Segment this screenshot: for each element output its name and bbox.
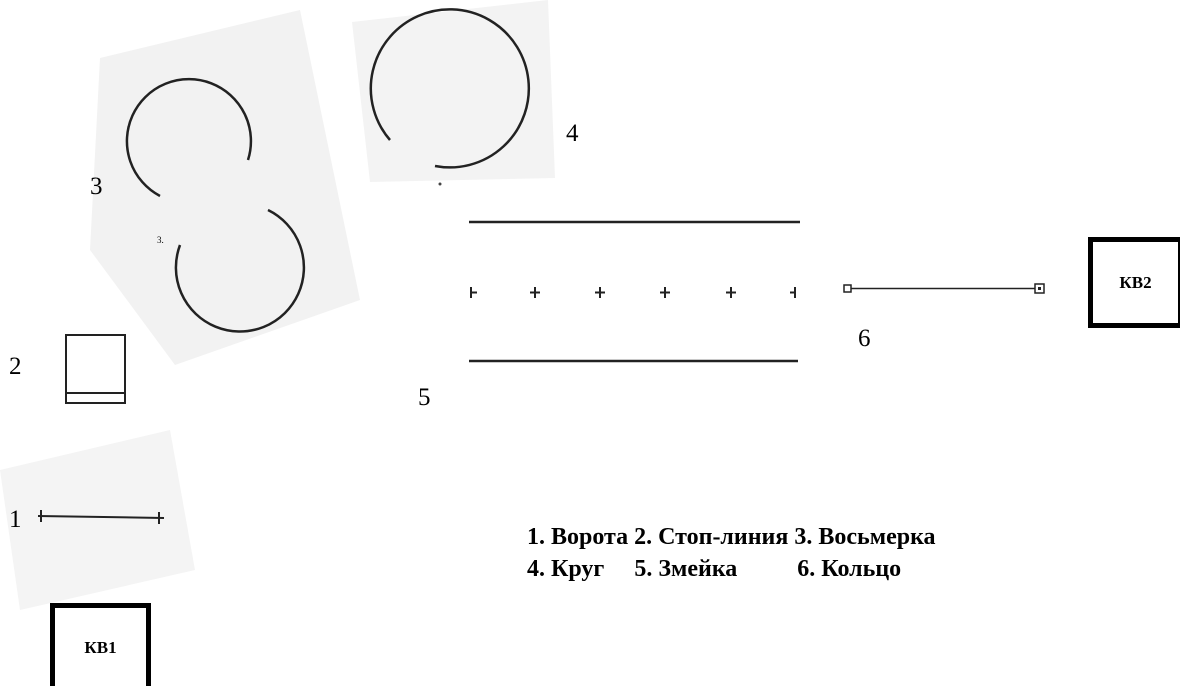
label-4: 4 [566,120,579,147]
figure-eight-upper-arc [125,77,253,198]
circle-background [352,0,555,182]
circle-dot [438,182,442,186]
snake-markers [470,287,796,298]
label-1: 1 [9,506,22,533]
small-mark: 3. [157,235,164,245]
kb2-label: КВ2 [1119,272,1152,292]
ring-start-square [843,284,852,293]
legend-line-2: 4. Круг 5. Змейка 6. Кольцо [527,556,902,582]
figure-eight-lower-arc [174,208,306,333]
kb2-box: КВ2 [1088,237,1180,328]
figure-eight-background [90,10,360,365]
kb1-box: КВ1 [50,603,151,686]
kb1-label: КВ1 [84,638,117,657]
label-6: 6 [858,325,871,352]
ring-end-dot [1038,287,1041,290]
circle-figure [369,8,531,169]
stop-line-box [65,334,126,404]
label-5: 5 [418,384,431,411]
gates-background [0,430,195,610]
label-2: 2 [9,353,22,380]
legend-line-1: 1. Ворота 2. Стоп-линия 3. Восьмерка [527,524,936,550]
gates-figure [37,510,165,524]
label-3: 3 [90,173,103,200]
